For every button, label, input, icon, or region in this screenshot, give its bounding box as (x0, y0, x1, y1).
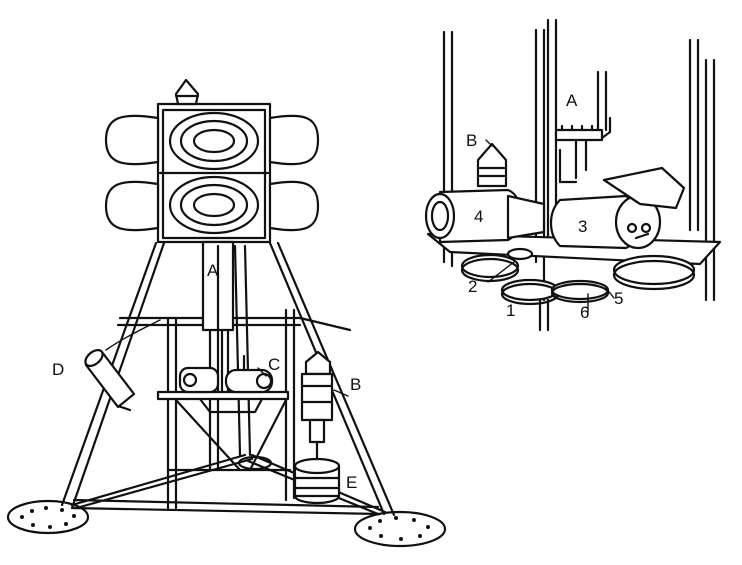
hanging-canister-d (84, 319, 161, 412)
label-2: 2 (468, 277, 477, 296)
label-5: 5 (614, 289, 623, 308)
label-4: 4 (474, 207, 483, 226)
label-b-closeup: B (466, 131, 477, 150)
top-instrument-box (104, 78, 320, 244)
label-d: D (52, 360, 64, 379)
mast-column (201, 240, 235, 394)
cap-b (476, 142, 508, 188)
drum-e (293, 457, 341, 505)
shelf-instruments (178, 354, 274, 394)
label-1: 1 (506, 301, 515, 320)
label-6: 6 (580, 303, 589, 322)
label-e: E (346, 473, 357, 492)
canister-3 (549, 166, 686, 250)
probe-b (300, 350, 334, 462)
inner-frame (116, 308, 352, 512)
tripod-instrument-frame: A B C D E (6, 78, 447, 548)
bracket-a (554, 116, 612, 184)
label-b: B (350, 375, 361, 394)
canister-4 (424, 188, 546, 244)
label-c: C (268, 355, 280, 374)
foot-pad-left (6, 499, 90, 535)
label-a: A (207, 261, 219, 280)
under-discs (460, 247, 696, 306)
label-a-closeup: A (566, 91, 578, 110)
foot-pad-right (353, 510, 447, 548)
platform-closeup: A B 4 3 2 1 6 5 (424, 18, 722, 332)
label-3: 3 (578, 217, 587, 236)
tripod-legs (60, 241, 396, 517)
